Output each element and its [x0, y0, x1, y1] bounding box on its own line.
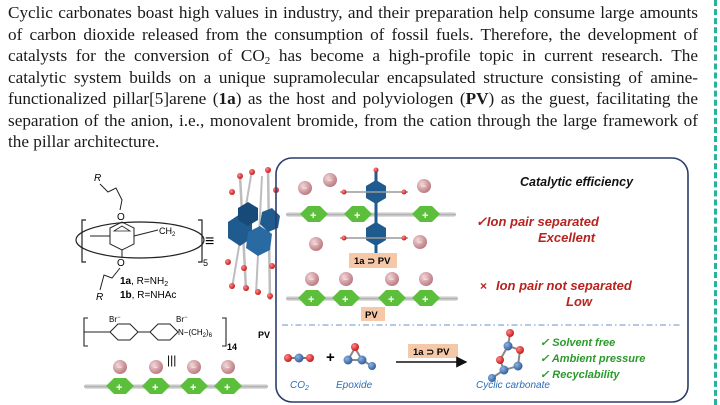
svg-text:−: −	[309, 274, 314, 284]
nonseparated-result: Low	[566, 294, 593, 309]
benefit-ambient-pressure: ✓ Ambient pressure	[540, 353, 645, 365]
svg-text:+: +	[310, 210, 316, 222]
svg-text:−: −	[343, 274, 348, 284]
svg-text:+: +	[422, 210, 428, 222]
label-1b: 1b, R=NHAc	[120, 290, 176, 301]
separated-result: Excellent	[538, 230, 596, 245]
polyviologen-structure: Br− Br− N−(CH2)6 14 PV |||	[83, 315, 270, 367]
svg-text:−: −	[302, 183, 307, 193]
pillararene-3d-model	[225, 167, 280, 301]
r-top-label: R	[94, 173, 101, 184]
svg-text:+: +	[354, 210, 360, 222]
pv-cartoon-chain: + + + + − − − −	[84, 360, 268, 394]
svg-text:−: −	[153, 362, 158, 372]
nonseparated-mark: ×	[480, 279, 487, 293]
svg-text:−: −	[225, 362, 230, 372]
plus-sign: +	[326, 349, 335, 366]
reaction-tag: 1a ⊃ PV	[413, 347, 450, 358]
svg-text:+: +	[422, 294, 428, 306]
svg-text:+: +	[190, 382, 196, 394]
r-bottom-label: R	[96, 292, 103, 303]
cyclic-carbonate-molecule	[488, 329, 524, 382]
svg-text:CH2: CH2	[159, 226, 176, 238]
svg-text:5: 5	[203, 258, 208, 268]
svg-text:−: −	[421, 181, 426, 191]
svg-text:−: −	[417, 237, 422, 247]
svg-text:−: −	[191, 362, 196, 372]
panel-heading: Catalytic efficiency	[520, 175, 634, 189]
intro-paragraph: Cyclic carbonates boast high values in i…	[8, 3, 698, 151]
svg-text:−: −	[389, 274, 394, 284]
reaction-tag-box	[408, 344, 458, 358]
svg-text:−: −	[117, 362, 122, 372]
pillar-ring-ellipse	[75, 221, 205, 259]
epoxide-molecule	[343, 343, 376, 370]
separated-tag-box	[349, 253, 397, 268]
right-dashed-border	[714, 0, 717, 405]
svg-text:O: O	[117, 258, 125, 269]
svg-text:−: −	[327, 175, 332, 185]
nonseparated-pv: + + + + − − − −	[286, 272, 458, 306]
svg-text:+: +	[152, 382, 158, 394]
svg-text:+: +	[224, 382, 230, 394]
equivalence-sign: ≡	[205, 233, 214, 250]
svg-text:+: +	[116, 382, 122, 394]
separated-complex: + + + − − − − −	[286, 167, 456, 259]
efficiency-panel	[275, 157, 689, 403]
benefit-solvent-free: ✓ Solvent free	[540, 337, 615, 349]
pillararene-structure: R O 5 CH2 O R 1a, R=NH2 1b, R=NHAc ≡	[75, 173, 214, 303]
svg-text:N−(CH2)6: N−(CH2)6	[178, 328, 213, 339]
svg-text:O: O	[117, 212, 125, 223]
separated-tag: 1a ⊃ PV	[354, 256, 391, 267]
label-1a: 1a, R=NH2	[120, 276, 168, 288]
pv-label: PV	[258, 330, 270, 340]
svg-text:−: −	[423, 274, 428, 284]
svg-text:Br−: Br−	[176, 315, 188, 324]
nonseparated-title: Ion pair not separated	[496, 278, 633, 293]
benefit-recyclability: ✓ Recyclability	[540, 369, 620, 381]
epoxide-label: Epoxide	[336, 380, 373, 391]
nonseparated-tag-box	[361, 307, 385, 321]
svg-text:14: 14	[227, 342, 237, 352]
carbonate-label: Cyclic carbonate	[476, 380, 550, 391]
svg-text:Br−: Br−	[109, 315, 121, 324]
co2-molecule	[284, 353, 314, 363]
svg-text:+: +	[388, 294, 394, 306]
vertical-equivalence: |||	[167, 353, 176, 367]
svg-text:−: −	[313, 239, 318, 249]
svg-text:+: +	[342, 294, 348, 306]
nonseparated-tag: PV	[365, 310, 378, 321]
separated-title: ✓Ion pair separated	[476, 214, 600, 229]
co2-label: CO2	[290, 380, 309, 392]
svg-text:+: +	[308, 294, 314, 306]
